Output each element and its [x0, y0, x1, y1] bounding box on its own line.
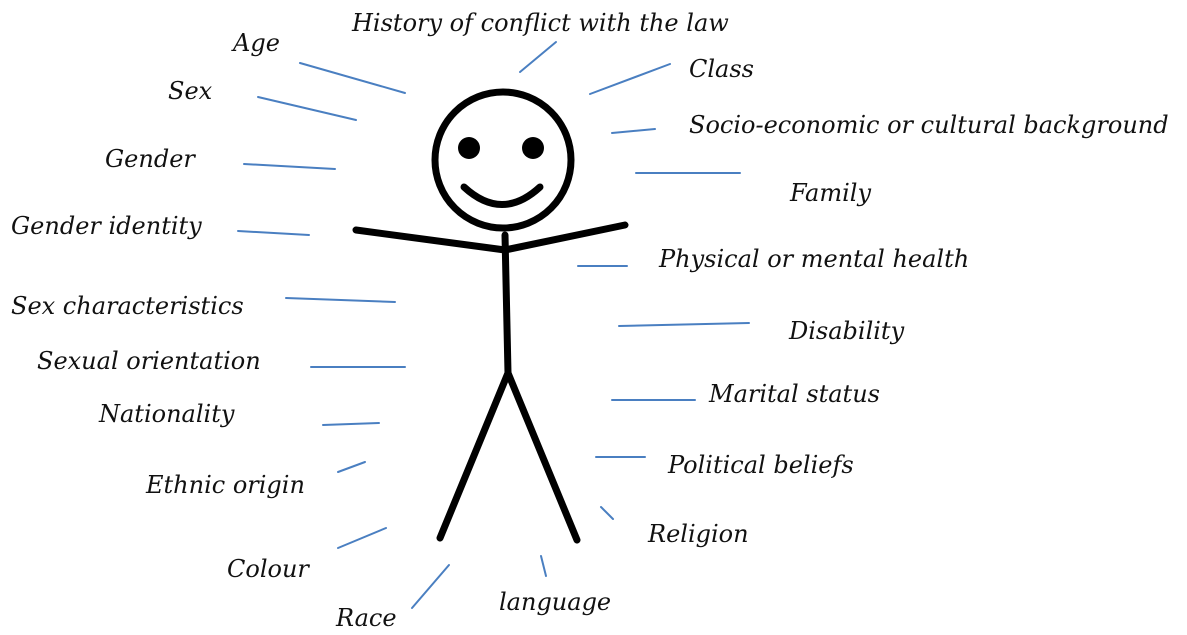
- label-class: Class: [689, 55, 754, 83]
- figure-right-arm: [501, 221, 629, 254]
- label-marital-status: Marital status: [709, 380, 880, 408]
- connector-gender-identity: [237, 230, 310, 236]
- label-political-beliefs: Political beliefs: [668, 451, 854, 479]
- connector-class: [589, 63, 671, 95]
- connector-gender: [243, 163, 336, 170]
- connector-nationality: [322, 422, 380, 426]
- figure-right-eye: [522, 137, 544, 159]
- connector-history: [519, 41, 557, 73]
- connector-colour: [337, 527, 387, 549]
- label-sex: Sex: [168, 77, 213, 105]
- connector-race: [411, 564, 450, 609]
- label-socio-economic-background: Socio-economic or cultural background: [689, 111, 1169, 139]
- connector-sex: [257, 96, 357, 121]
- label-race: Race: [336, 604, 397, 632]
- figure-left-leg: [436, 369, 512, 542]
- label-ethnic-origin: Ethnic origin: [146, 471, 305, 499]
- label-nationality: Nationality: [99, 400, 235, 428]
- figure-right-leg: [504, 369, 581, 544]
- label-history-of-conflict-with-the-law: History of conflict with the law: [352, 9, 729, 37]
- figure-smile: [460, 183, 544, 208]
- figure-left-eye: [458, 137, 480, 159]
- connector-socio: [611, 128, 656, 134]
- figure-head: [431, 88, 575, 232]
- connectors: [237, 41, 750, 609]
- figure-body: [501, 231, 512, 377]
- connector-religion: [600, 506, 614, 520]
- label-age: Age: [233, 29, 280, 57]
- label-colour: Colour: [227, 555, 309, 583]
- connector-ethnic: [337, 461, 366, 473]
- connector-sex-characteristics: [285, 297, 396, 303]
- label-sex-characteristics: Sex characteristics: [11, 292, 244, 320]
- connector-language: [540, 555, 547, 577]
- label-physical-or-mental-health: Physical or mental health: [659, 245, 970, 273]
- label-gender: Gender: [105, 145, 195, 173]
- connector-age: [299, 62, 406, 94]
- label-gender-identity: Gender identity: [11, 212, 202, 240]
- figure-left-arm: [352, 226, 509, 254]
- label-family: Family: [790, 179, 871, 207]
- label-sexual-orientation: Sexual orientation: [37, 347, 261, 375]
- label-disability: Disability: [789, 317, 905, 345]
- label-language: language: [499, 588, 612, 616]
- connector-disability: [618, 322, 750, 327]
- label-religion: Religion: [648, 520, 749, 548]
- stick-figure: [352, 88, 629, 544]
